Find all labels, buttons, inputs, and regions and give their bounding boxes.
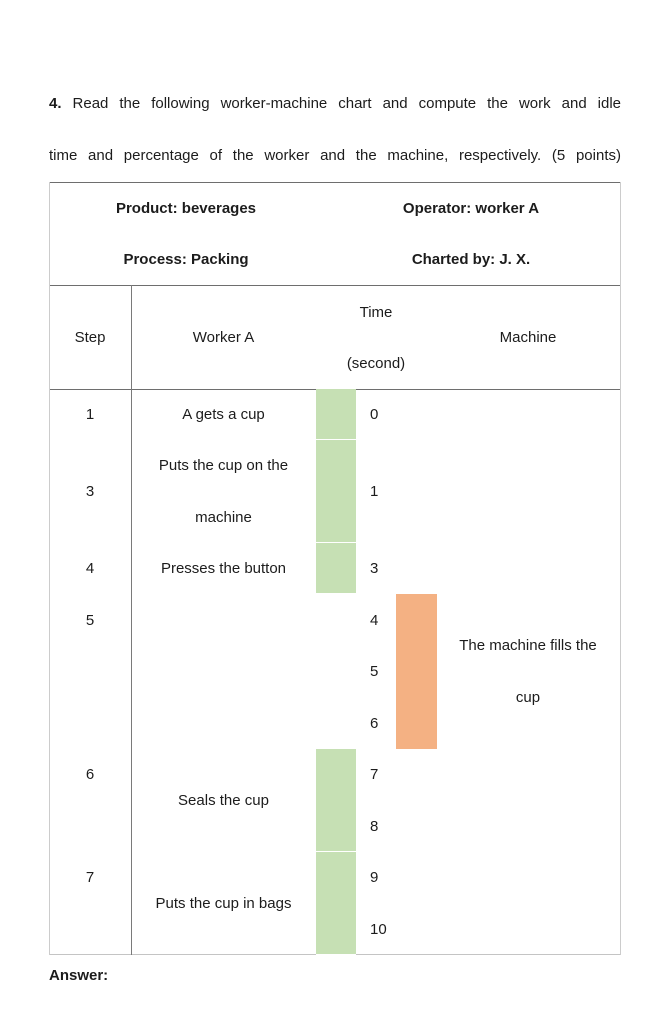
column-header-time: Time (second) [304, 286, 448, 389]
time-tick: 3 [370, 560, 379, 577]
step-number: 5 [85, 611, 95, 629]
time-tick: 8 [370, 817, 379, 835]
time-label: Time [359, 303, 393, 321]
step-number: 7 [85, 869, 95, 886]
column-header-machine: Machine [499, 329, 557, 346]
time-tick: 10 [370, 920, 387, 938]
machine-activity-bar [396, 594, 437, 749]
worker-activity-label: Puts the cup in bags [155, 894, 292, 912]
question-line-1: 4. Read the following worker-machine cha… [49, 78, 621, 130]
charted-by-label: Charted by: J. X. [411, 251, 531, 268]
worker-activity-label: A gets a cup [182, 405, 265, 423]
worker-machine-chart: Product: beverages Process: Packing Oper… [49, 182, 621, 955]
step-number: 3 [85, 483, 95, 500]
table-border-right [620, 182, 621, 955]
step-number: 4 [85, 560, 95, 577]
worker-activity-bar [316, 749, 356, 852]
answer-label: Answer: [49, 967, 109, 984]
column-headers: Step Worker A Time (second) Machine [49, 286, 621, 389]
table-border-top [49, 182, 621, 183]
table-border-left [49, 182, 50, 955]
worker-activity-label: Puts the cup on the machine [158, 456, 289, 526]
machine-activity-label: The machine fills the cup [459, 636, 597, 706]
product-label: Product: beverages [115, 200, 257, 217]
column-header-worker: Worker A [192, 329, 255, 346]
process-label: Process: Packing [123, 251, 249, 268]
worker-activity-bar [316, 852, 356, 955]
worker-activity-bar [316, 440, 356, 543]
info-divider-line [49, 285, 621, 286]
time-tick: 7 [370, 766, 379, 783]
worker-activity-bar [316, 389, 356, 440]
question: 4. Read the following worker-machine cha… [49, 78, 621, 182]
time-tick: 5 [370, 663, 379, 680]
step-number: 1 [85, 406, 95, 423]
info-column-right: Operator: worker A Charted by: J. X. [322, 183, 620, 285]
worker-activity-bar [316, 543, 356, 594]
info-column-left: Product: beverages Process: Packing [50, 183, 322, 285]
worker-activity-label: Presses the button [160, 559, 287, 577]
chart-info-header: Product: beverages Process: Packing Oper… [50, 183, 620, 285]
time-tick: 1 [370, 483, 379, 500]
time-unit-label: (second) [346, 354, 406, 372]
worker-activity-label: Seals the cup [178, 791, 269, 809]
time-tick: 4 [370, 611, 379, 629]
question-text-line-2: time and percentage of the worker and th… [49, 147, 621, 164]
question-number: 4. [49, 95, 62, 112]
operator-label: Operator: worker A [402, 200, 540, 217]
step-number: 6 [85, 766, 95, 783]
time-tick: 0 [370, 406, 379, 423]
step-column-divider [131, 285, 132, 955]
column-header-step: Step [74, 329, 106, 346]
question-text-line-1: Read the following worker-machine chart … [72, 95, 621, 112]
time-tick: 6 [370, 714, 379, 732]
time-tick: 9 [370, 869, 379, 886]
